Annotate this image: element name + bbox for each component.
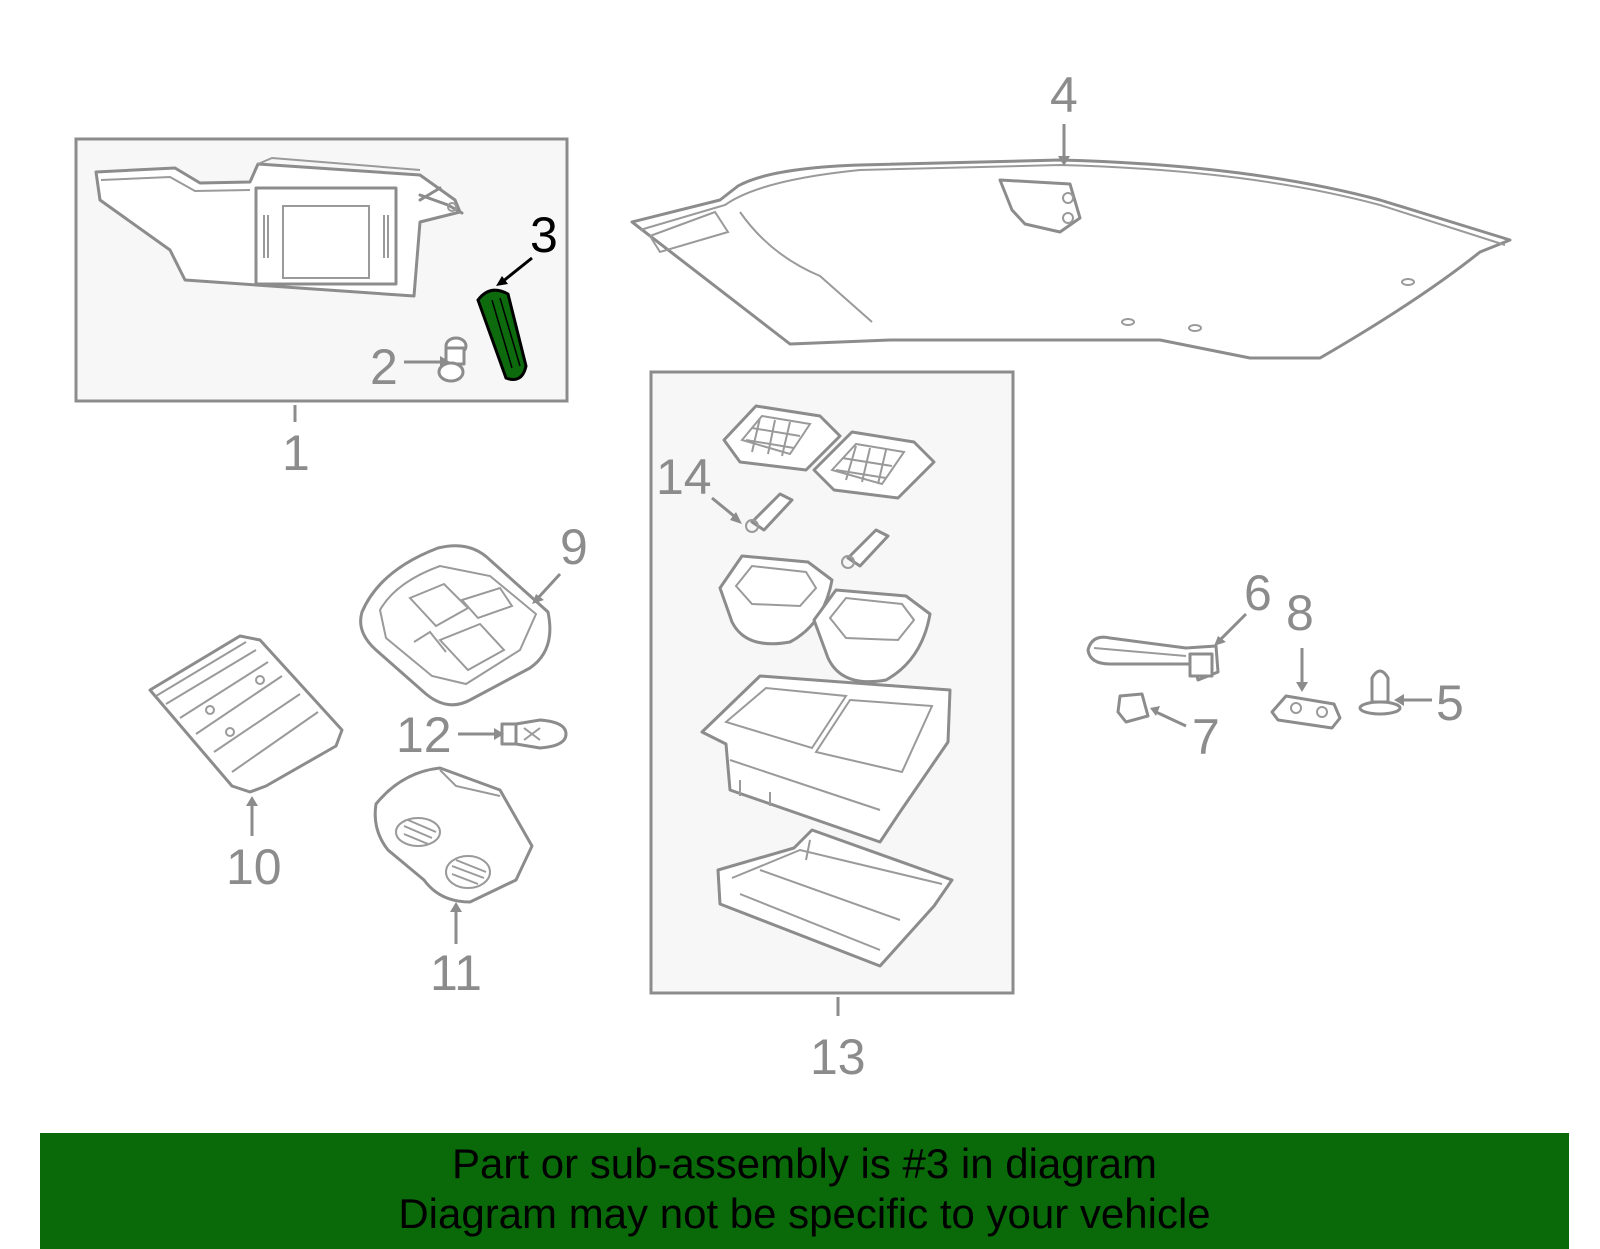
push-pin-part <box>1358 669 1402 716</box>
callout-5: 5 <box>1436 675 1464 731</box>
reading-lamp-part <box>373 766 534 904</box>
callout-1: 1 <box>282 425 310 481</box>
dome-lamp-part <box>359 544 552 707</box>
headliner-part <box>630 158 1512 360</box>
callout-9: 9 <box>560 519 588 575</box>
banner-line-1: Part or sub-assembly is #3 in diagram <box>452 1140 1157 1187</box>
callout-14: 14 <box>656 449 712 505</box>
highlighted-part-3 <box>476 288 528 381</box>
info-banner: Part or sub-assembly is #3 in diagram Di… <box>40 1133 1569 1249</box>
callout-10: 10 <box>226 839 282 895</box>
grab-handle-part <box>1086 635 1220 682</box>
callout-12: 12 <box>396 707 452 763</box>
callout-11: 11 <box>430 945 482 1001</box>
visor-clip-part <box>437 336 468 383</box>
callout-13: 13 <box>810 1029 866 1085</box>
callout-8: 8 <box>1286 585 1314 641</box>
sun-visor-part <box>94 156 464 298</box>
callout-6: 6 <box>1244 565 1272 621</box>
cap-part <box>1116 692 1150 724</box>
callout-7: 7 <box>1192 709 1220 765</box>
leader-lines <box>246 124 1432 1016</box>
bracket-part <box>1270 694 1342 730</box>
callout-2: 2 <box>370 339 398 395</box>
banner-line-2: Diagram may not be specific to your vehi… <box>398 1190 1211 1237</box>
lamp-lens-part <box>148 634 344 794</box>
callout-4: 4 <box>1050 67 1078 123</box>
callout-3: 3 <box>530 207 558 263</box>
console-part-13 <box>700 404 954 968</box>
bulb-part <box>500 718 568 750</box>
